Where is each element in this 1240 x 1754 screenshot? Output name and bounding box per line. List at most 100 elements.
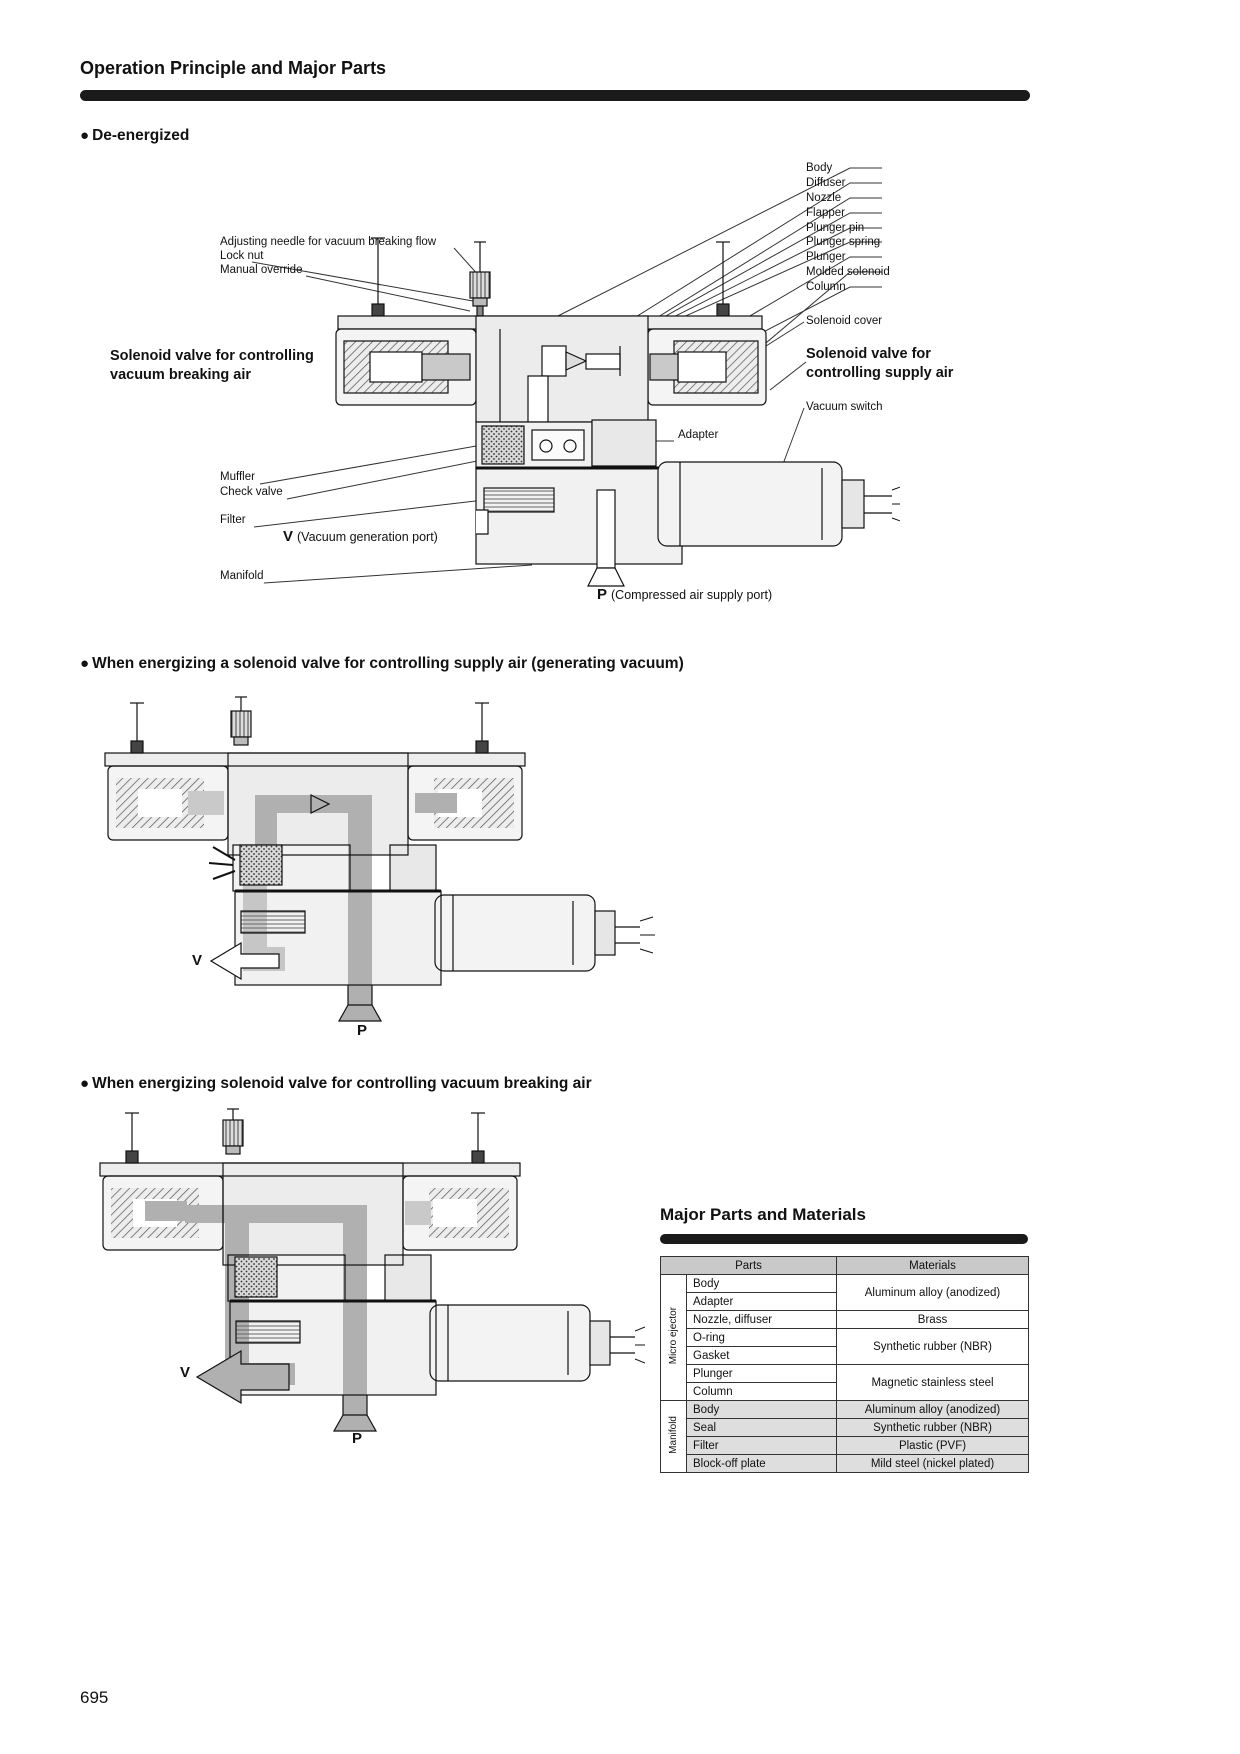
table-row: Column (661, 1382, 1029, 1401)
materials-section-title: Major Parts and Materials (660, 1205, 866, 1224)
callout-adapter: Adapter (678, 429, 719, 441)
vacuum-switch-body (434, 894, 655, 972)
diagram-de-energized (251, 167, 900, 587)
table-row: Micro ejector Body Aluminum alloy (anodi… (660, 1274, 1029, 1401)
bullet-icon: ● (80, 1075, 90, 1092)
callout-flapper: Flapper (806, 207, 845, 219)
part-cell: Plunger (686, 1364, 837, 1383)
part-cell: Body (686, 1400, 837, 1419)
callout-lock-nut: Lock nut (220, 250, 264, 262)
part-cell: Filter (686, 1436, 837, 1455)
callout-plunger: Plunger (806, 251, 846, 263)
ejector-body (475, 315, 649, 423)
material-cell: Aluminum alloy (anodized) (836, 1400, 1029, 1419)
callout-muffler: Muffler (220, 471, 255, 483)
port-p-label: P(Compressed air supply port) (597, 586, 772, 604)
callout-nozzle: Nozzle (806, 192, 842, 204)
callout-body: Body (806, 162, 833, 174)
part-cell: Nozzle, diffuser (686, 1310, 837, 1329)
callout-solenoid-cover: Solenoid cover (806, 315, 883, 327)
port-v-desc: (Vacuum generation port) (297, 530, 438, 544)
table-row: Manifold Body Aluminum alloy (anodized) (660, 1400, 1029, 1473)
section-1-label: De-energized (92, 127, 190, 144)
label-valve-vacuum-breaking: Solenoid valve for controlling vacuum br… (110, 348, 314, 383)
v-port-arrow (209, 941, 280, 981)
bullet-icon: ● (80, 127, 90, 144)
callout-plunger-spring: Plunger spring (806, 236, 881, 248)
page-number: 695 (80, 1688, 109, 1707)
check-valve-block (531, 429, 585, 461)
section-3-label: When energizing solenoid valve for contr… (92, 1075, 592, 1092)
port-p-letter: P (352, 1430, 363, 1447)
manual-override-pin-right (475, 702, 489, 754)
manual-override-pin-left (371, 237, 385, 317)
table-row: Gasket (661, 1346, 1029, 1365)
port-v-label: V(Vacuum generation port) (283, 528, 438, 546)
adjusting-needle (222, 1108, 244, 1155)
title-rule (80, 90, 1030, 101)
callout-molded-solenoid: Molded solenoid (806, 266, 890, 278)
solenoid-valve-left (335, 328, 477, 406)
adjusting-needle (469, 241, 491, 317)
manual-override-pin-right (716, 241, 730, 317)
port-p-desc: (Compressed air supply port) (611, 588, 773, 602)
group-manifold: Manifold (660, 1400, 687, 1473)
label-valve-supply-air: Solenoid valve for controlling supply ai… (806, 346, 954, 381)
callout-manifold: Manifold (220, 570, 264, 582)
manual-override-pin-left (125, 1112, 139, 1164)
material-cell: Synthetic rubber (NBR) (836, 1418, 1029, 1437)
part-cell: Block-off plate (686, 1454, 837, 1473)
p-port-tube (587, 489, 625, 587)
v-port-arrow (195, 1349, 290, 1405)
muffler-block (481, 425, 525, 465)
callout-adjusting-needle: Adjusting needle for vacuum breaking flo… (220, 236, 437, 248)
callout-check-valve: Check valve (220, 486, 283, 498)
leader-lines (251, 167, 882, 584)
callout-vacuum-switch: Vacuum switch (806, 401, 883, 413)
part-cell: O-ring (686, 1328, 837, 1347)
muffler-block (234, 1256, 278, 1298)
section-heading-2: ●When energizing a solenoid valve for co… (80, 655, 684, 673)
callout-plunger-pin: Plunger pin (806, 222, 865, 234)
callout-column: Column (806, 281, 846, 293)
p-port-tube (337, 985, 383, 1022)
section-heading-3: ●When energizing solenoid valve for cont… (80, 1075, 592, 1093)
port-v-letter: V (192, 952, 203, 969)
part-cell: Adapter (686, 1292, 837, 1311)
part-cell: Column (686, 1382, 837, 1401)
manual-override-pin-left (130, 702, 144, 754)
diagram-energized-breaking (99, 1108, 645, 1432)
adjusting-needle (230, 696, 252, 746)
manual-override-pin-right (471, 1112, 485, 1164)
callout-filter: Filter (220, 514, 246, 526)
materials-rule (660, 1234, 1028, 1244)
callout-manual-override: Manual override (220, 264, 303, 276)
page-title: Operation Principle and Major Parts (80, 58, 387, 78)
adapter-block (591, 419, 657, 467)
part-cell: Seal (686, 1418, 837, 1437)
material-cell: Synthetic rubber (NBR) (836, 1328, 1029, 1365)
section-heading-1: ●De-energized (80, 127, 189, 145)
p-port-tube (332, 1395, 378, 1432)
material-cell: Plastic (PVF) (836, 1436, 1029, 1455)
port-p-letter: P (357, 1022, 368, 1039)
group-micro-ejector: Micro ejector (660, 1274, 687, 1401)
muffler-block (239, 844, 283, 886)
table-header-row: Parts Materials (660, 1256, 1029, 1275)
material-cell: Brass (836, 1310, 1029, 1329)
col-header-parts: Parts (660, 1256, 837, 1275)
port-v-letter: V (180, 1364, 191, 1381)
port-p-letter: P (597, 586, 608, 603)
nozzle (310, 794, 331, 814)
material-cell: Aluminum alloy (anodized) (836, 1274, 1029, 1311)
manifold-block (229, 1299, 437, 1396)
manifold-block (475, 466, 683, 565)
col-header-materials: Materials (836, 1256, 1029, 1275)
